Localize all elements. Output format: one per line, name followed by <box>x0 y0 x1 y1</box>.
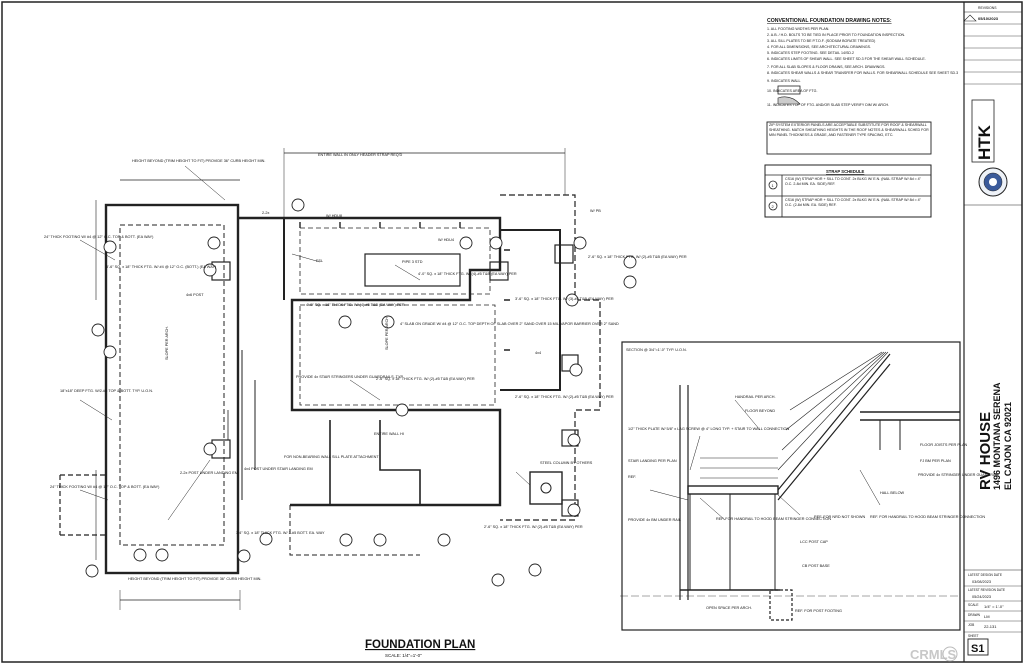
label-provide-bm: PROVIDE 4x BM UNDER RAIL <box>628 518 681 522</box>
revision-date-label: LATEST REVISION DATE <box>968 588 1005 592</box>
note-2x: 2-2x <box>262 211 269 215</box>
note-pipe: PIPE 3 STD <box>402 260 423 264</box>
scale-value: 1/4" = 1'-0" <box>984 604 1004 609</box>
note-9: 9. INDICATES WALL <box>767 79 801 83</box>
label-ref-hanger-3: REF. FOR HANDRAIL TO HOOD BEAM STRINGER … <box>870 515 985 519</box>
revisions-label: REVISIONS <box>978 6 997 10</box>
zip-system-note: ZIP SYSTEM EXTERIOR PANELS ARE ACCEPTABL… <box>769 123 929 137</box>
strap-row-2-text: CS16 (W) STRAP HDR + SILL TO CONT. 2x BL… <box>785 198 921 207</box>
watermark-badge-icon <box>942 646 958 662</box>
general-notes: CONVENTIONAL FOUNDATION DRAWING NOTES: 1… <box>766 18 958 155</box>
label-ref: REF. <box>628 475 636 479</box>
note-2: 2. A.B. / H.D. BOLTS TO BE TIED IN PLACE… <box>767 33 905 37</box>
strap-schedule: STRAP SCHEDULE 1 2 CS16 (W) STRAP HDR + … <box>764 164 932 218</box>
title-block: REVISIONS 05/10/2023 HTK RV HOUSE 1496 M… <box>963 6 1022 656</box>
label-hall-beam: HALL BELOW <box>880 491 905 495</box>
listing-watermark: CRMLS <box>910 647 957 662</box>
foundation-plan <box>59 148 601 610</box>
drawn-value: LM <box>984 614 990 619</box>
note-ftg-f: 2'-6" SQ. x 18" THICK FTG. W/ (2)-#5 T&B… <box>484 525 583 529</box>
note-footing-24b: 24" THICK FOOTING W/ #4 @ 12" O.C. TOP &… <box>50 485 160 489</box>
note-hdu4: W/ HDU4 <box>438 238 454 242</box>
sheet-label: SHEET <box>968 634 979 638</box>
revision-date-value: 05/24/2023 <box>972 595 991 599</box>
note-3: 3. ALL SILL PLATES TO BE P.T.D.F. (SODIU… <box>767 39 875 43</box>
project-name: RV HOUSE <box>977 412 994 490</box>
note-nonbearing: FOR NON-BEARING WALL SILL PLATE ATTACHME… <box>284 455 379 459</box>
note-sq-b: 3/4" SQ. x 18" THICK FTG. W/ 3-#5 BOTT. … <box>236 531 325 535</box>
sheet-number: S1 <box>971 643 984 655</box>
note-steel-col: STEEL COLUMN BY OTHERS <box>540 461 593 465</box>
note-ftg-36: 3'-6" SQ. x 18" THICK FTG. W/ #4 @ 12" O… <box>106 265 217 269</box>
note-curb-top: HEIGHT BEYOND (TRIM HEIGHT TO FIT) PROVI… <box>132 159 265 163</box>
note-post-a: 4x6 POST <box>186 293 204 297</box>
note-fsl: FSL <box>316 259 323 263</box>
note-hdu8: W/ HDU8 <box>326 214 342 218</box>
note-ftg-c: 3'-6" SQ. x 18" THICK FTG. W/ (3)-#5 T&B… <box>515 297 614 301</box>
strap-row-2-id: 2 <box>772 204 775 209</box>
note-slope-right: SLOPE PER ARCH. <box>385 316 389 350</box>
label-open-space: OPEN SPACE PER ARCH. <box>706 606 752 610</box>
note-footing-24: 24" THICK FOOTING W/ #4 @ 12" O.C. TOP &… <box>44 235 154 239</box>
note-slab: 4" SLAB ON GRADE W/ #4 @ 12" O.C. TOP DE… <box>400 322 619 326</box>
note-curb-bottom: HEIGHT BEYOND (TRIM HEIGHT TO FIT) PROVI… <box>128 577 261 581</box>
label-handrail: HANDRAIL PER ARCH. <box>735 395 776 399</box>
project-address-2: EL CAJON CA 92021 <box>1003 402 1013 490</box>
note-ftg-e: 2'-6" SQ. x 18" THICK FTG. W/ (2)-#5 T&B… <box>515 395 614 399</box>
label-lcc: LCC POST CAP <box>800 540 828 544</box>
date-label: LATEST DESIGN DATE <box>968 573 1002 577</box>
label-cb-post: CB POST BASE <box>802 564 830 568</box>
scale-label: SCALE <box>968 603 978 607</box>
strap-row-1-text: CS16 (W) STRAP HDR + SILL TO CONT. 2x BL… <box>785 177 921 186</box>
note-7: 7. FOR ALL SLAB SLOPES & FLOOR DRAINS, S… <box>767 65 885 69</box>
drawn-label: DRAWN <box>968 613 981 617</box>
project-address-1: 1496 MONTANA SERENA <box>992 382 1002 490</box>
label-ref-hanger-1: REF. FOR HANDRAIL TO HOOD BEAM STRINGER … <box>716 517 831 521</box>
stair-section <box>620 341 961 631</box>
job-label: JOB <box>968 623 974 627</box>
note-post-b: 2-2x POST UNDER LANDING EM <box>180 471 238 475</box>
notes-title: CONVENTIONAL FOUNDATION DRAWING NOTES: <box>767 18 892 24</box>
label-stair-landing: STAIR LANDING PER PLAN <box>628 459 677 463</box>
note-1: 1. ALL FOOTING WIDTHS PER PLAN. <box>767 27 829 31</box>
job-value: 22-131 <box>984 624 997 629</box>
label-fj-bm: FJ BM PER PLAN <box>920 459 951 463</box>
note-ftg-18: 18"x18" DEEP FTG. W/2-#5 TOP & BOTT. TYP… <box>60 389 153 393</box>
revision-1-date: 05/10/2023 <box>978 16 999 21</box>
section-title: SECTION @ 3/4"=1'-0" TYP. U.O.N. <box>626 348 687 352</box>
date-value: 03/08/2023 <box>972 580 991 584</box>
note-4x4: 4x4 <box>535 351 541 355</box>
strap-row-1-id: 1 <box>772 183 775 188</box>
note-slope-left: SLOPE PER ARCH. <box>165 326 169 360</box>
note-ftg-b: 4'-0" SQ. x 18" THICK FTG. W/ (4)-#5 T&B… <box>306 303 405 307</box>
plan-scale: SCALE: 1/4"=1'-0" <box>385 653 422 658</box>
note-11: 11. INDICATES TOP OF FTG. AND/OR SLAB ST… <box>767 103 889 107</box>
label-floor-joists: FLOOR JOISTS PER PLAN <box>920 443 968 447</box>
note-8: 8. INDICATES SHEAR WALLS & SHEAR TRANSFE… <box>767 71 958 75</box>
note-entire-wall: ENTIRE WALL HI <box>374 432 404 436</box>
note-4: 4. FOR ALL DIMENSIONS, SEE ARCHITECTURAL… <box>767 45 871 49</box>
note-5: 5. INDICATES STEP FOOTING. SEE DETAIL 14… <box>767 51 854 55</box>
label-floor-beyond: FLOOR BEYOND <box>745 409 775 413</box>
note-pb: W/ PB <box>590 209 601 213</box>
detail-bubbles <box>85 198 637 587</box>
dim-top-label: ENTIRE WALL IN ONLY HEADER STRAP REQ'D <box>318 153 402 157</box>
note-ftg-d: 2'-6" SQ. x 18" THICK FTG. W/ (2)-#5 T&B… <box>588 255 687 259</box>
plan-title: FOUNDATION PLAN <box>365 639 475 651</box>
label-plate: 1/2" THICK PLATE W/ 5/8" x LAG SCREW @ 4… <box>628 427 790 431</box>
label-ref-post: REF. FOR POST FOOTING <box>795 609 842 613</box>
label-ref-hanger-2: REF. FOR NRD NOT SHOWN <box>814 515 865 519</box>
note-stair: PROVIDE 4x STAIR STRINGERS UNDER GUARDRA… <box>296 375 404 379</box>
firm-logo: HTK <box>975 124 994 160</box>
note-ftg-g: 2'-6" SQ. x 18" THICK FTG. W/ (2)-#5 T&B… <box>376 377 475 381</box>
note-6: 6. INDICATES LIMITS OF SHEAR WALL. SEE S… <box>767 57 926 61</box>
label-provide-4x: PROVIDE 4x STRINGER UNDER GUARDRAIL <box>918 473 999 477</box>
note-ftg-a: 4'-0" SQ. x 18" THICK FTG. W/ (4)-#5 T&B… <box>418 272 517 276</box>
note-post-c: 4x4 POST UNDER STAIR LANDING EM <box>244 467 313 471</box>
left-footing <box>104 203 240 575</box>
strap-schedule-title: STRAP SCHEDULE <box>826 169 865 174</box>
note-10: 10. INDICATES AREA OF FTG. <box>767 89 817 93</box>
